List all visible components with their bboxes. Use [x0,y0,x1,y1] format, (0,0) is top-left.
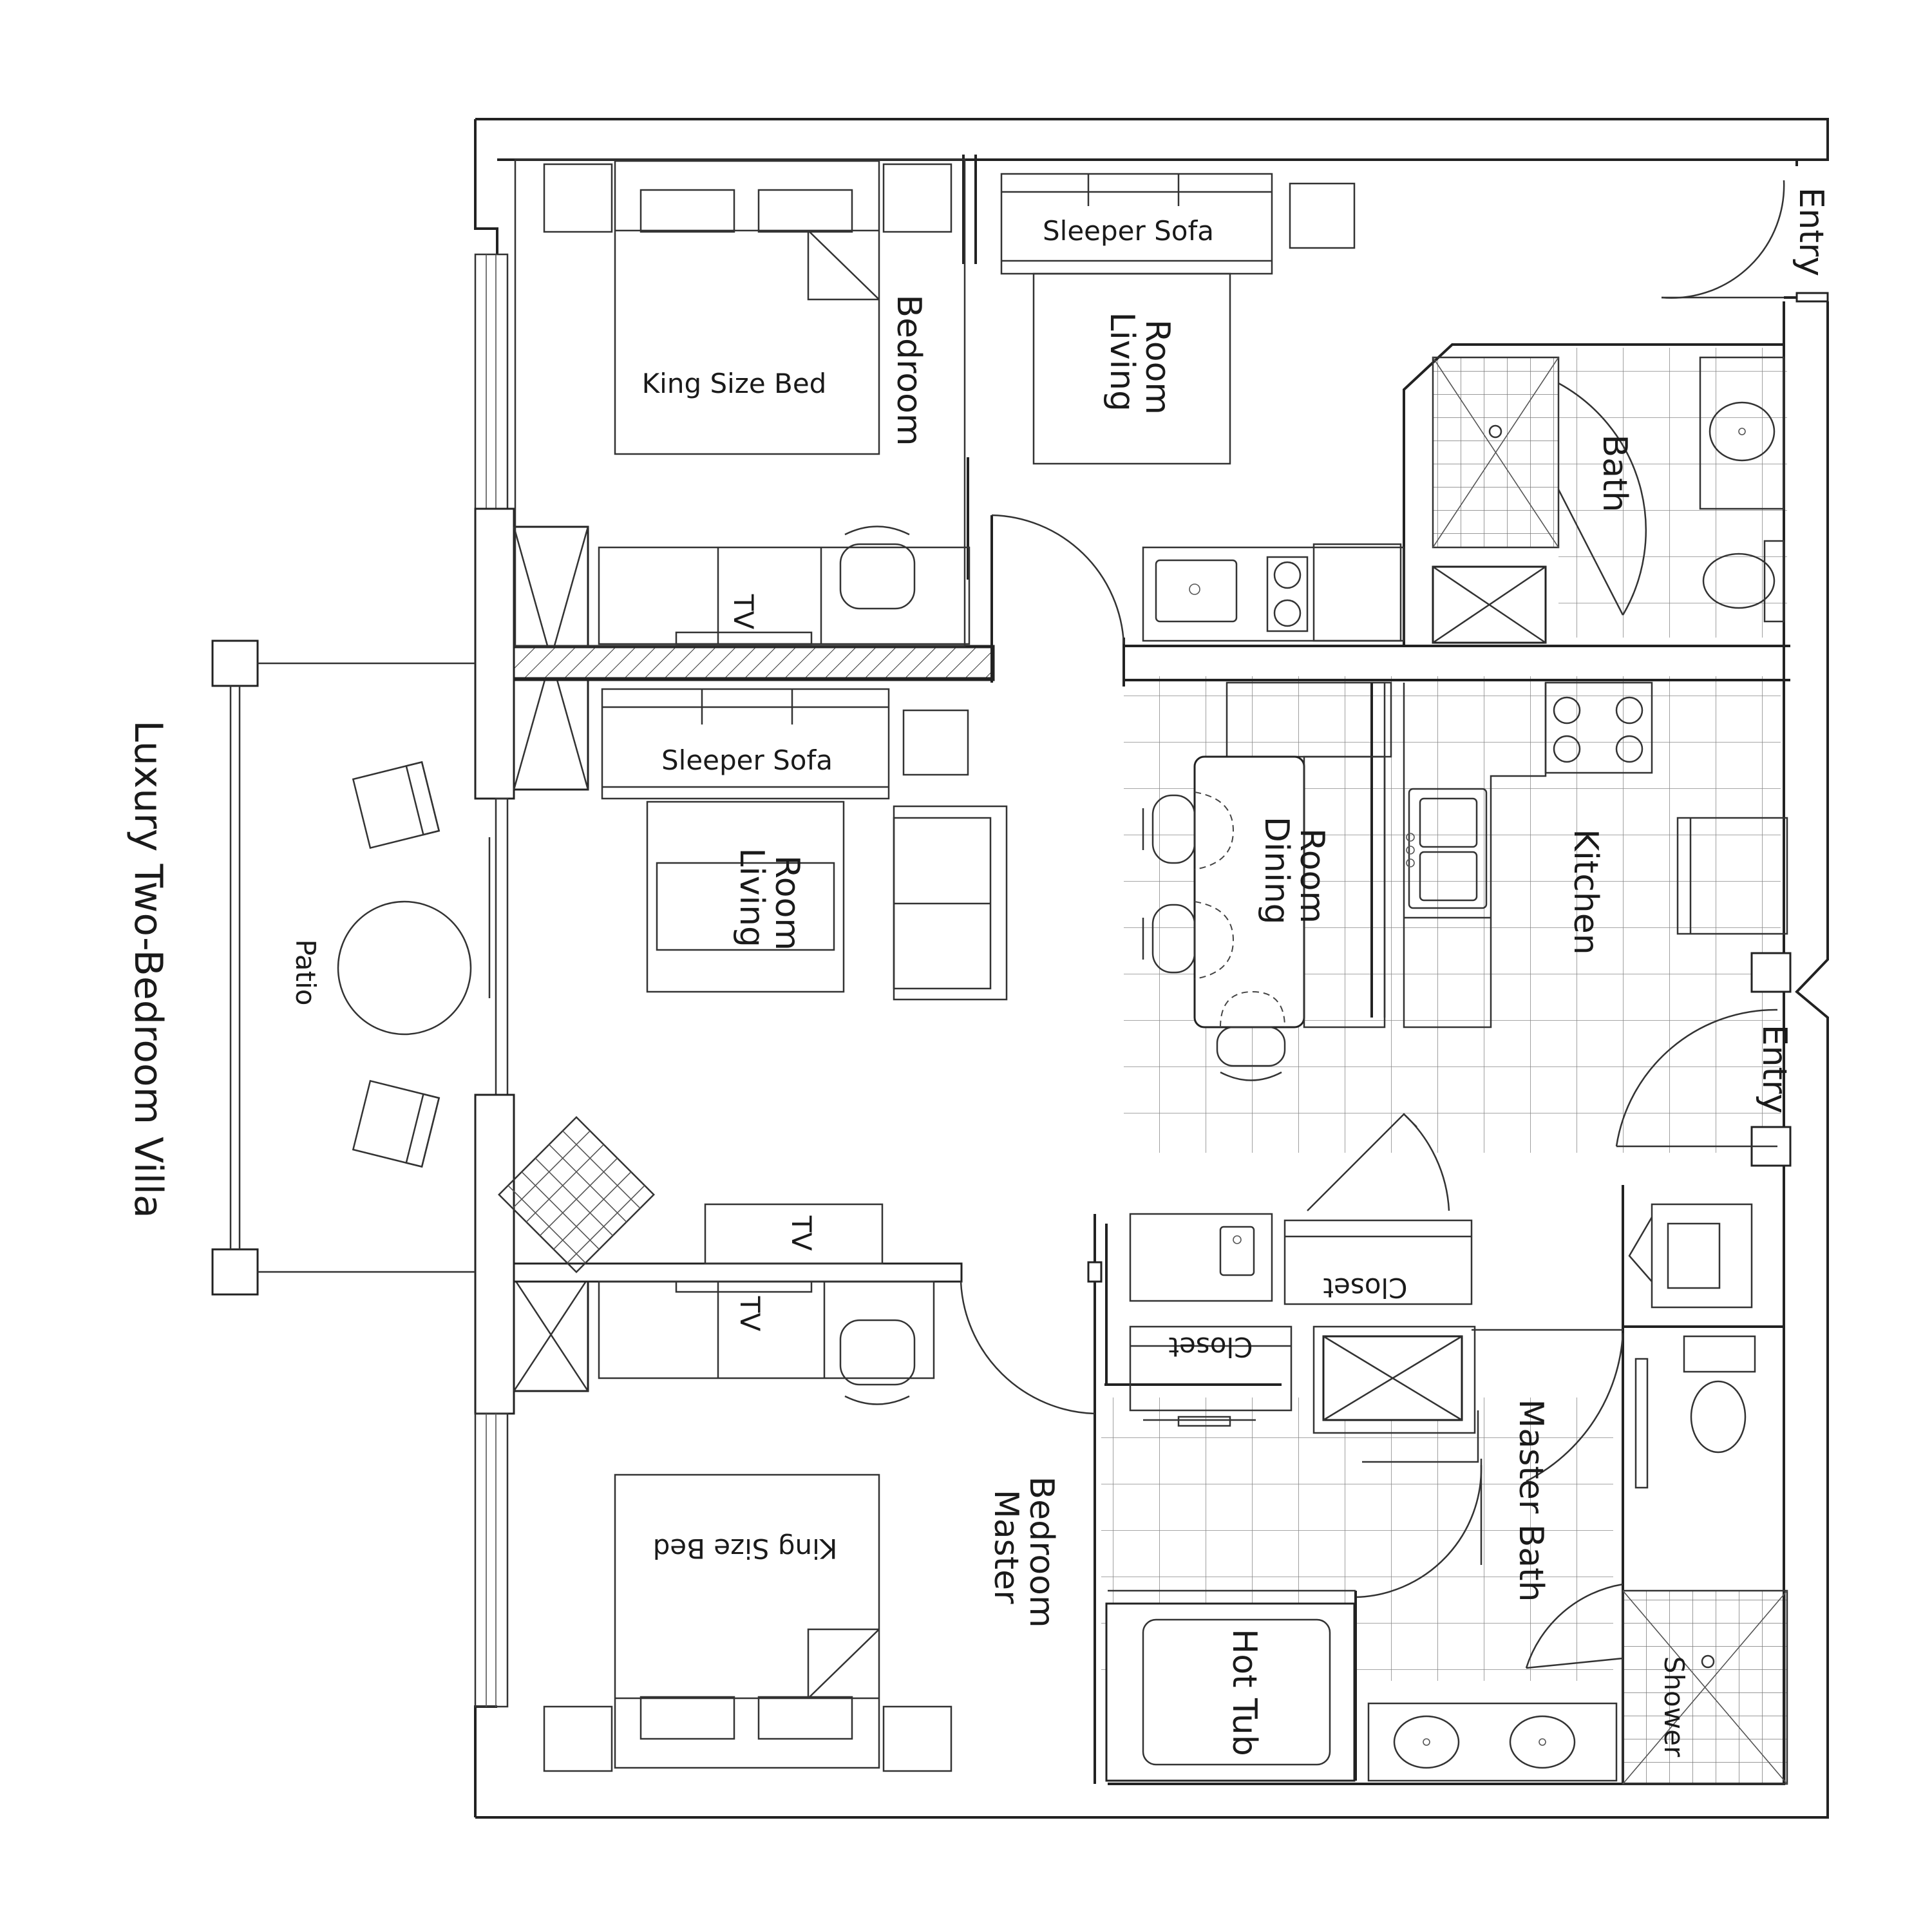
sleeper-sofa-upper: Sleeper Sofa [1000,173,1273,275]
sink-icon [1709,401,1776,462]
loveseat [893,805,1008,1001]
master-bedroom-line1: Master [987,1490,1025,1604]
bath-label: Bath [1595,435,1634,513]
kitchen: Kitchen Entry [1403,681,1794,1148]
bar-stool [1142,904,1196,974]
rug-center [646,800,845,993]
desk-chair-upper [839,526,916,610]
shower-label: Shower [1658,1656,1690,1757]
tv-lower-label: TV [734,1296,766,1332]
toilet-icon [1690,1380,1747,1454]
dining-area: Dining Room [1142,681,1392,1081]
king-bed-lower: King Size Bed [614,1473,880,1769]
living-room-upper-line2: Room [1138,319,1177,415]
living-room-center-line1: Living [732,848,771,947]
tv-upper-label: TV [728,594,759,630]
sink-icon [1155,559,1238,623]
dining-room-label: Dining Room [1257,817,1331,935]
closet-right-label: Closet [1323,1272,1408,1303]
sleeper-sofa-center-label: Sleeper Sofa [661,744,833,776]
upper-living: Sleeper Sofa Living Room Entry [1000,173,1830,465]
nightstand [543,1705,613,1772]
tv-center-label: TV [786,1215,817,1251]
coffee-table [656,862,835,951]
entry-side-label: Entry [1755,1025,1794,1113]
king-bed-upper-label: King Size Bed [642,368,827,399]
range-icon [1544,681,1653,774]
bar-stool [1142,794,1196,864]
hot-tub: Hot Tub [1105,1602,1356,1782]
sleeper-sofa-center: Sleeper Sofa [601,688,890,800]
kitchen-label: Kitchen [1566,829,1605,954]
dining-room-line2: Room [1293,828,1331,924]
plan-title: Luxury Two-Bedroom Villa [126,720,171,1218]
side-table [902,709,969,776]
master-bedroom-label: Master Bedroom [987,1476,1061,1627]
master-bath: Master Bath Hot Tub Shower [1105,1203,1788,1785]
sink-icon [1509,1715,1576,1769]
side-table [1289,182,1356,249]
patio-label: Patio [290,939,321,1005]
king-bed-upper: King Size Bed [614,160,880,455]
interior-walls [513,155,1790,1784]
patio-chair-top [352,761,440,849]
shower: Shower [1525,1583,1788,1785]
toilet-icon [1702,553,1776,609]
living-room-upper-line1: Living [1103,312,1141,412]
closet-left-label: Closet [1169,1331,1253,1363]
master-bath-label: Master Bath [1511,1399,1550,1602]
sink-icon [1219,1226,1255,1276]
living-room-upper-label: Living Room [1103,312,1177,422]
king-bed-lower-label: King Size Bed [653,1533,838,1564]
armchair [498,1116,655,1273]
patio-table [337,900,472,1036]
cooktop-icon [1266,556,1309,632]
nightstand [882,163,952,233]
upper-bedroom: King Size Bed Bedroom TV [514,158,1125,647]
patio [211,639,475,1296]
center-living: Sleeper Sofa Living Room [601,688,1008,1001]
entry-top-label: Entry [1792,187,1830,276]
master-bedroom-line2: Bedroom [1022,1476,1061,1627]
upper-bath: Bath [1403,343,1785,646]
nightstand [543,163,613,233]
dining-chair [1216,1026,1286,1081]
bedroom-label: Bedroom [889,294,928,446]
sink-icon [1408,788,1488,909]
rug-upper [1032,272,1231,465]
sleeper-sofa-upper-label: Sleeper Sofa [1043,215,1214,247]
desk-chair-lower [839,1319,916,1405]
living-room-center-label: Living Room [732,848,806,958]
living-room-center-line2: Room [768,855,806,951]
dining-room-line1: Dining [1257,817,1296,925]
tv-console-lower-top: TV [704,1203,884,1265]
upper-counter [1142,543,1405,642]
nightstand [882,1705,952,1772]
tv-console-upper: TV [598,546,971,645]
closets: Closet Closet [1129,1113,1479,1463]
tv-console-lower: TV [598,1280,935,1379]
left-facade [474,253,589,1708]
master-bedroom: TV TV King Size Bed Master Bedroom [498,1116,1095,1772]
patio-chair-bottom [352,1079,440,1168]
tiled-floors [1101,348,1787,1784]
sink-icon [1393,1715,1460,1769]
hot-tub-label: Hot Tub [1225,1629,1264,1756]
